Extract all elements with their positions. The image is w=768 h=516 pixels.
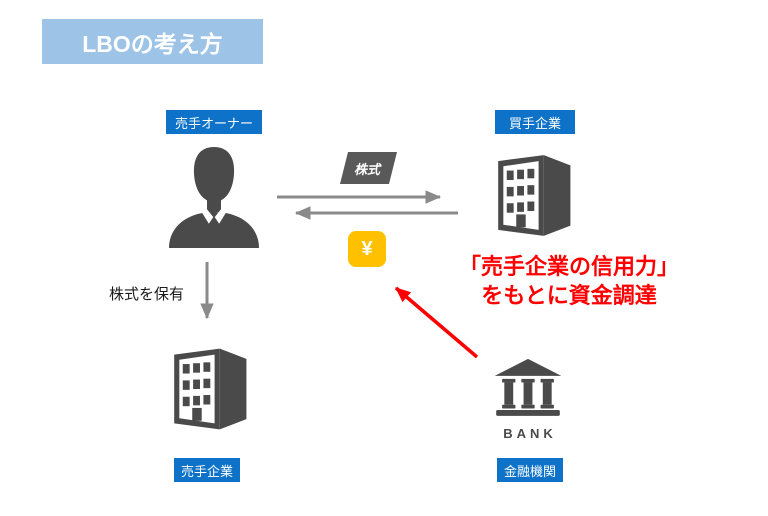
office-building-icon: [163, 344, 249, 434]
bank-label: 金融機関: [497, 458, 563, 482]
stock-tag: 株式: [340, 152, 397, 184]
yen-badge: ¥: [348, 231, 386, 267]
businessman-icon: [164, 143, 264, 249]
credit-annotation-line2: をもとに資金調達: [481, 283, 657, 308]
seller-owner-label: 売手オーナー: [166, 110, 262, 134]
credit-annotation: 「売手企業の信用力」 をもとに資金調達: [446, 252, 692, 310]
ownership-label: 株式を保有: [109, 286, 185, 303]
page-title: LBOの考え方: [42, 19, 263, 64]
bank-caption: BANK: [503, 426, 557, 441]
bank-icon: [491, 349, 565, 425]
seller-company-label: 売手企業: [174, 458, 240, 482]
office-building-icon: [487, 149, 573, 242]
buyer-company-label: 買手企業: [495, 110, 575, 134]
credit-annotation-line1: 「売手企業の信用力」: [458, 254, 679, 279]
